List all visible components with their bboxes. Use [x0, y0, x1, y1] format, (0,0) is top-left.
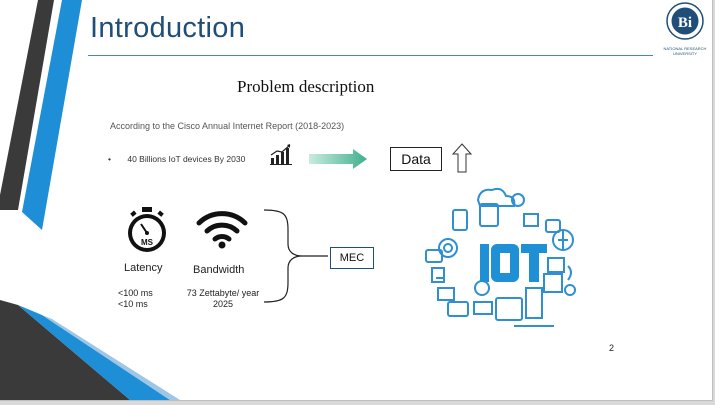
data-box: Data	[390, 147, 442, 171]
logo-caption-line2: UNIVERSITY	[672, 51, 697, 56]
bandwidth-value-1: 73 Zettabyte/ year	[186, 288, 260, 298]
logo-caption-line1: NATIONAL RESEARCH	[663, 46, 707, 51]
latency-label: Latency	[124, 262, 163, 274]
bullet-text: 40 Billions IoT devices By 2030	[127, 154, 246, 164]
mec-box: MEC	[330, 247, 374, 269]
wifi-icon	[196, 211, 248, 249]
right-brace-icon	[263, 209, 328, 303]
stopwatch-text: MS	[141, 238, 154, 247]
bullet-dot: •	[108, 154, 111, 164]
university-seal-icon: Bi	[666, 2, 704, 40]
slide-subtitle: Problem description	[237, 77, 375, 96]
university-logo: Bi NATIONAL RESEARCH UNIVERSITY	[663, 2, 707, 56]
stopwatch-icon: MS	[128, 207, 166, 252]
bandwidth-value-2: 2025	[212, 299, 234, 309]
up-arrow-icon	[452, 143, 472, 173]
latency-values: <100 ms <10 ms	[118, 288, 153, 310]
bullet-item: • 40 Billions IoT devices By 2030	[108, 154, 245, 164]
title-divider	[88, 55, 653, 56]
latency-value-1: <100 ms	[118, 288, 153, 298]
right-arrow-icon	[309, 149, 367, 169]
page-number: 2	[609, 343, 615, 353]
svg-text:Bi: Bi	[678, 15, 692, 31]
source-line: According to the Cisco Annual Internet R…	[110, 121, 345, 131]
bar-chart-icon	[270, 144, 292, 165]
bandwidth-label: Bandwidth	[193, 264, 245, 276]
latency-value-2: <10 ms	[118, 299, 148, 309]
iot-devices-icon	[425, 187, 576, 327]
bandwidth-values: 73 Zettabyte/ year 2025	[180, 288, 266, 310]
page-title: Introduction	[90, 12, 246, 44]
